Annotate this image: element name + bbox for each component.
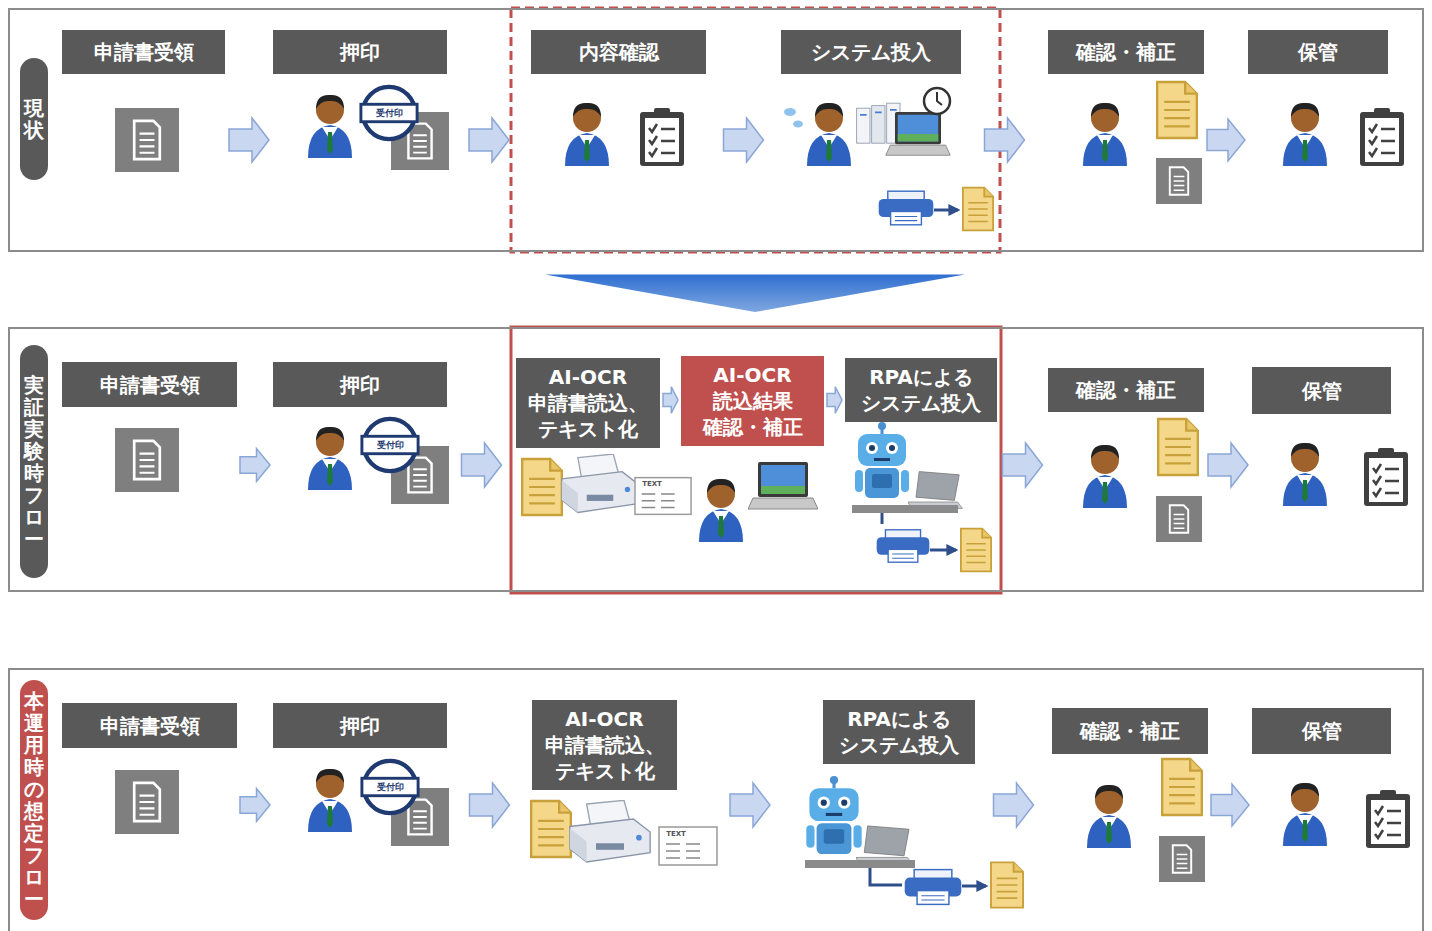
transition-arrow bbox=[545, 275, 965, 313]
step-column: 申請書受領 bbox=[62, 30, 225, 235]
flow-arrow bbox=[462, 443, 502, 487]
sheet-text: TEXT bbox=[642, 481, 662, 488]
step-column: RPAによる システム投入 bbox=[823, 700, 975, 905]
flow-panel: 現状申請書受領 押印 内容確認 システム投入 確認・補正保管 bbox=[8, 8, 1424, 252]
step-header: RPAによる システム投入 bbox=[845, 358, 997, 422]
flow-arrow bbox=[1211, 784, 1249, 826]
flow-arrow bbox=[724, 118, 764, 162]
step-header: 確認・補正 bbox=[1048, 368, 1204, 412]
dashed-frame bbox=[511, 8, 1000, 252]
flow-arrow bbox=[1207, 119, 1245, 161]
flow-label: 実証実験時フロー bbox=[20, 345, 48, 578]
flow-arrow bbox=[730, 783, 770, 827]
step-column: 確認・補正 bbox=[1048, 368, 1204, 573]
step-column: 保管 bbox=[1252, 367, 1391, 572]
step-header: 申請書受領 bbox=[62, 30, 225, 74]
step-header: 保管 bbox=[1252, 367, 1391, 414]
stamp-text: 受付印 bbox=[376, 109, 403, 118]
flow-panel: 本運用時の想定フロー申請書受領押印 AI-OCR 申請書読込、 テキスト化 RPAに… bbox=[8, 668, 1424, 931]
red-frame bbox=[511, 327, 1001, 593]
step-column: 保管 bbox=[1252, 708, 1391, 913]
flow-arrow bbox=[469, 118, 509, 162]
flow-arrow bbox=[1208, 443, 1248, 487]
flow-arrow bbox=[229, 118, 269, 162]
flow-arrow bbox=[240, 789, 270, 822]
step-header: AI-OCR 申請書読込、 テキスト化 bbox=[532, 700, 677, 790]
step-column: 申請書受領 bbox=[62, 362, 237, 567]
stamp-text: 受付印 bbox=[377, 783, 404, 792]
sheet-text: TEXT bbox=[666, 831, 686, 838]
step-column: 押印 bbox=[273, 703, 447, 908]
step-column: 保管 bbox=[1248, 30, 1388, 235]
step-header: 内容確認 bbox=[531, 30, 706, 74]
flow-label: 現状 bbox=[20, 58, 48, 180]
step-header: システム投入 bbox=[781, 30, 961, 74]
step-header: 確認・補正 bbox=[1048, 30, 1204, 74]
step-column: 確認・補正 bbox=[1052, 708, 1208, 913]
flow-arrow bbox=[985, 118, 1025, 162]
step-column: AI-OCR 読込結果 確認・補正 bbox=[681, 356, 824, 561]
step-header: 確認・補正 bbox=[1052, 708, 1208, 754]
flow-arrow bbox=[240, 449, 270, 482]
flow-panel: 実証実験時フロー申請書受領押印 AI-OCR 申請書読込、 テキスト化AI-OCR… bbox=[8, 327, 1424, 592]
step-header: AI-OCR 読込結果 確認・補正 bbox=[681, 356, 824, 446]
step-header: 申請書受領 bbox=[62, 703, 237, 748]
step-column: 申請書受領 bbox=[62, 703, 237, 908]
step-column: AI-OCR 申請書読込、 テキスト化 bbox=[532, 700, 677, 905]
step-header: 保管 bbox=[1248, 30, 1388, 74]
flow-label: 本運用時の想定フロー bbox=[20, 680, 48, 920]
panel3-icons bbox=[115, 759, 1410, 908]
panel1-icons bbox=[115, 82, 1404, 230]
step-column: 押印 bbox=[273, 30, 447, 235]
flow-arrow bbox=[827, 387, 842, 413]
step-header: 押印 bbox=[273, 703, 447, 748]
stamp-text: 受付印 bbox=[377, 441, 404, 450]
step-column: 確認・補正 bbox=[1048, 30, 1204, 235]
flow-arrow bbox=[994, 783, 1034, 827]
step-column: システム投入 bbox=[781, 30, 961, 235]
flow-arrow bbox=[663, 387, 678, 413]
step-header: 押印 bbox=[273, 362, 447, 407]
step-header: 保管 bbox=[1252, 708, 1391, 754]
step-header: 押印 bbox=[273, 30, 447, 74]
step-header: RPAによる システム投入 bbox=[823, 700, 975, 764]
step-header: 申請書受領 bbox=[62, 362, 237, 407]
flow-arrow bbox=[470, 783, 510, 827]
step-column: 押印 bbox=[273, 362, 447, 567]
step-column: AI-OCR 申請書読込、 テキスト化 bbox=[516, 358, 660, 563]
flow-arrow bbox=[1003, 443, 1043, 487]
step-header: AI-OCR 申請書読込、 テキスト化 bbox=[516, 358, 660, 448]
step-column: 内容確認 bbox=[531, 30, 706, 235]
step-column: RPAによる システム投入 bbox=[845, 358, 997, 563]
